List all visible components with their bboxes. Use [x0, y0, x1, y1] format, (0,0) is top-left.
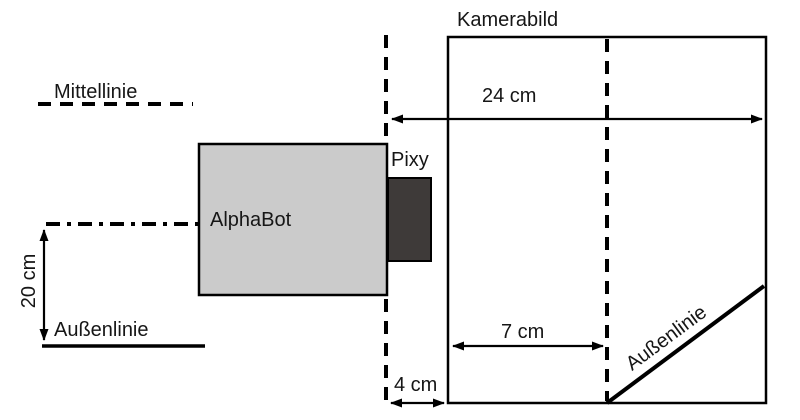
dim-4cm-label: 4 cm: [394, 374, 438, 396]
alphabot-label: AlphaBot: [210, 209, 292, 231]
kamerabild-label: Kamerabild: [457, 9, 559, 31]
dim-20cm-label: 20 cm: [18, 253, 40, 309]
alphabot-rect: [197, 142, 389, 297]
pixy-rect: [387, 177, 432, 262]
dim-24cm-label: 24 cm: [482, 85, 537, 107]
mittellinie-label: Mittellinie: [54, 81, 138, 103]
pixy-label: Pixy: [391, 149, 429, 171]
aussenlinie-left-label: Außenlinie: [54, 319, 149, 341]
aussenlinie-diagonal-line: [605, 284, 766, 405]
dim-7cm-label: 7 cm: [501, 321, 545, 343]
